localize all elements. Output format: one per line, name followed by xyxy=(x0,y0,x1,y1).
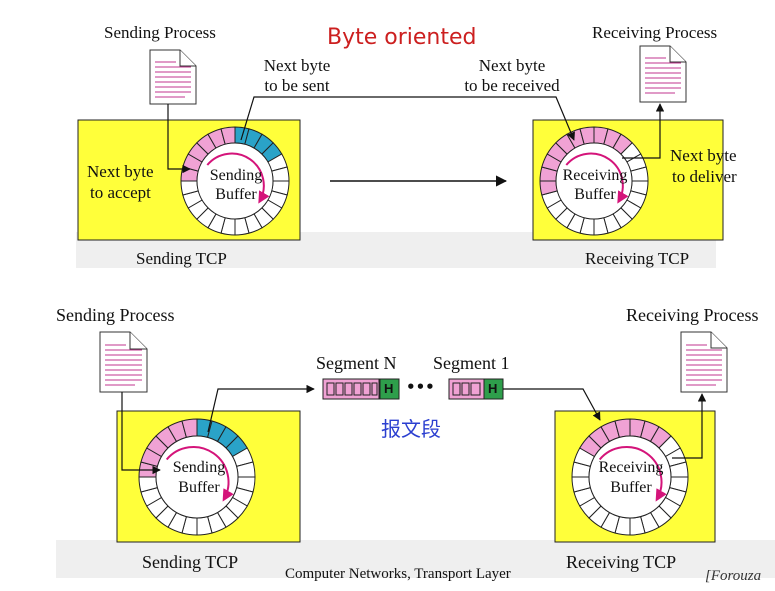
next-byte-arrow xyxy=(240,96,575,141)
next-byte-accept-line1: Next byte xyxy=(87,162,154,181)
to-segment-arrow xyxy=(207,384,315,433)
next-byte-received-line2: to be received xyxy=(464,76,560,95)
receiving-process-label: Receiving Process xyxy=(592,23,718,42)
sending-tcp-label: Sending TCP xyxy=(136,249,227,268)
sending-process-doc-icon-2 xyxy=(99,331,148,393)
footer-course: Computer Networks, Transport Layer xyxy=(285,566,511,582)
accept-arrow xyxy=(167,104,191,174)
sending-buffer-label-2b: Buffer xyxy=(178,479,220,496)
receiving-tcp-label: Receiving TCP xyxy=(585,249,690,268)
sending-buffer-label-1: Sending xyxy=(209,167,263,184)
sending-buffer-label-2: Buffer xyxy=(215,186,257,203)
receiving-buffer-ring xyxy=(539,126,649,236)
receiving-buffer-label-2b: Buffer xyxy=(610,479,652,496)
sending-process-label-2: Sending Process xyxy=(56,305,175,325)
top-diagram xyxy=(76,45,724,268)
buffer-direction-arrow xyxy=(165,446,234,502)
segment-chinese-label: 报文段 xyxy=(381,417,441,441)
buffer-core xyxy=(155,435,239,519)
diagram-title: Byte oriented xyxy=(327,25,477,50)
footer-credit: [Forouza xyxy=(705,568,762,584)
next-byte-deliver-line2: to deliver xyxy=(672,167,737,186)
receiving-process-doc-icon xyxy=(639,45,687,103)
buffer-direction-arrow xyxy=(565,152,629,204)
next-byte-accept-line2: to accept xyxy=(90,183,151,202)
bottom-shadow xyxy=(56,540,775,578)
segment-n-label: Segment N xyxy=(316,353,397,373)
sending-buffer-ring xyxy=(180,126,290,236)
segment-n-header xyxy=(379,378,400,400)
receiving-buffer-label-2: Buffer xyxy=(574,186,616,203)
receiving-buffer-label-1: Receiving xyxy=(562,167,628,184)
receiving-tcp-label-2: Receiving TCP xyxy=(566,552,677,572)
sending-tcp-label-2: Sending TCP xyxy=(142,552,239,572)
segment-1-label: Segment 1 xyxy=(433,353,510,373)
deliver-arrow xyxy=(622,103,665,159)
receiving-process-doc-icon-2 xyxy=(680,331,728,393)
receiving-buffer-ring-2 xyxy=(571,418,689,536)
deliver-arrow-2 xyxy=(672,393,707,459)
buffer-core xyxy=(588,435,672,519)
next-byte-deliver-line1: Next byte xyxy=(670,146,737,165)
sending-process-doc-icon xyxy=(149,49,197,105)
segment-1 xyxy=(448,378,504,400)
receiving-buffer-label-2a: Receiving xyxy=(598,459,664,476)
buffer-direction-arrow xyxy=(598,446,667,502)
ellipsis-dots: ••• xyxy=(406,378,435,396)
next-byte-received-line1: Next byte xyxy=(478,56,546,75)
segment-n xyxy=(322,378,400,400)
accept-arrow-2 xyxy=(121,392,161,475)
sending-buffer-label-2a: Sending xyxy=(172,459,226,476)
next-byte-sent-line1: Next byte xyxy=(263,56,331,75)
sending-buffer-ring-2 xyxy=(138,418,256,536)
from-segment-arrow xyxy=(503,388,601,421)
segment-1-header-letter: H xyxy=(488,381,498,396)
segment-n-header-letter: H xyxy=(384,381,394,396)
receiving-process-label-2: Receiving Process xyxy=(626,305,759,325)
sending-process-label: Sending Process xyxy=(104,23,216,42)
buffer-direction-arrow xyxy=(206,152,270,204)
next-byte-sent-line2: to be sent xyxy=(264,76,330,95)
bottom-diagram xyxy=(56,331,775,578)
